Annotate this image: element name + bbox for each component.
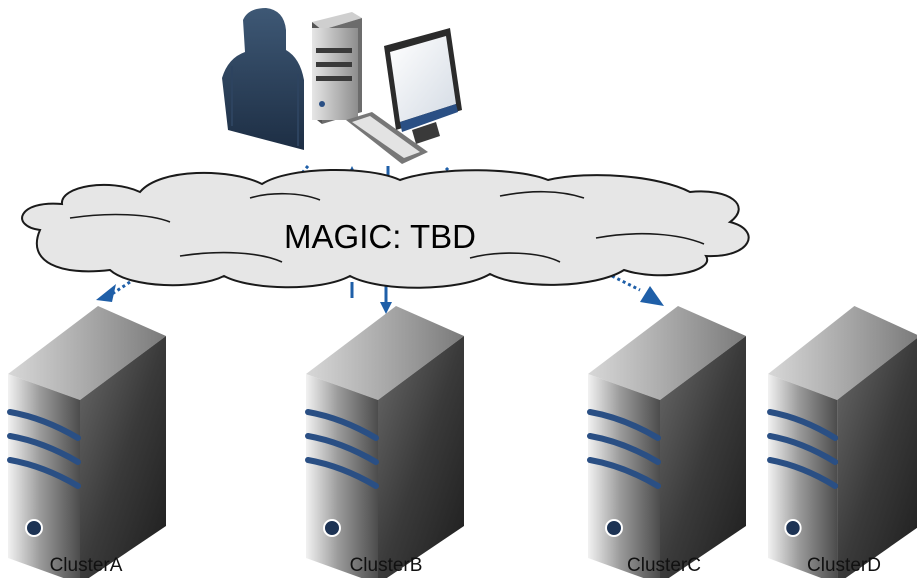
server-label-clusterd: ClusterD: [807, 555, 881, 576]
server-icon: [306, 306, 464, 578]
server-label-clustera: ClusterA: [50, 555, 123, 576]
connector-cloud-clustera: [96, 280, 131, 302]
server-icon: [588, 306, 746, 578]
server-label-clusterb: ClusterB: [350, 555, 423, 576]
connector-cloud-clusterc: [611, 274, 664, 306]
user-icon: [222, 8, 304, 150]
cloud-label: MAGIC: TBD: [284, 218, 476, 255]
workstation-icon: [312, 12, 462, 164]
server-icon: [768, 306, 917, 578]
server-icon: [8, 306, 166, 578]
server-label-clusterc: ClusterC: [627, 555, 701, 576]
cloud-icon: [21, 168, 750, 289]
